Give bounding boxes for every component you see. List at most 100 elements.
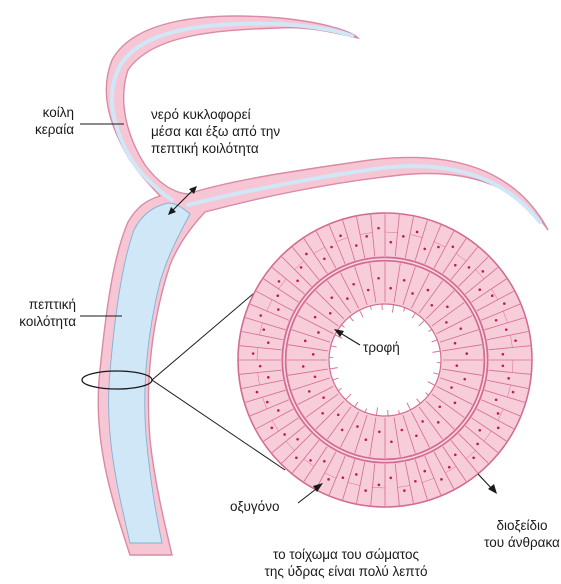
nucleus (321, 412, 324, 415)
nucleus (296, 279, 299, 282)
nucleus (302, 365, 305, 368)
nucleus (454, 402, 457, 405)
nucleus (478, 429, 481, 432)
nucleus (277, 409, 280, 412)
label-water-flow-line3: πεπτική κοιλότητα (151, 140, 280, 157)
nucleus (497, 427, 500, 430)
nucleus (323, 257, 326, 260)
nucleus (389, 287, 392, 290)
nucleus (312, 353, 315, 356)
nucleus (323, 460, 326, 463)
nucleus (476, 443, 479, 446)
nucleus (277, 308, 280, 311)
nucleus (463, 378, 466, 381)
nucleus (423, 470, 426, 473)
label-digestive-cavity-line2: κοιλότητα (10, 313, 76, 330)
nucleus (327, 478, 330, 481)
nucleus (440, 478, 443, 481)
label-hollow-tentacle-line2: κεραία (22, 121, 74, 138)
nucleus (367, 289, 370, 292)
nucleus (342, 476, 345, 479)
nucleus (352, 283, 355, 286)
label-hollow-tentacle-line1: κοίλη (22, 104, 74, 121)
nucleus (330, 296, 333, 299)
caption-line2: της ύδρας είναι πολύ λεπτό (236, 563, 456, 580)
caption-line1: το τοίχωμα του σώματος (236, 546, 456, 563)
nucleus (402, 235, 405, 238)
nucleus (503, 302, 506, 305)
nucleus (454, 342, 457, 345)
nucleus (262, 328, 265, 331)
nucleus (415, 434, 418, 437)
nucleus (416, 231, 419, 234)
nucleus (414, 480, 417, 483)
nucleus (465, 352, 468, 355)
nucleus (452, 245, 455, 248)
nucleus (459, 327, 462, 330)
nucleus (356, 425, 359, 428)
nucleus (455, 364, 458, 367)
nucleus (267, 376, 270, 379)
nucleus (378, 430, 381, 433)
nucleus (495, 319, 498, 322)
nucleus (478, 288, 481, 291)
nucleus (377, 277, 380, 280)
label-hollow-tentacle: κοίλη κεραία (22, 104, 74, 138)
body-wall-cross-section (238, 213, 532, 507)
nucleus (454, 453, 457, 456)
nucleus (266, 401, 269, 404)
nucleus (317, 331, 320, 334)
label-oxygen: οξυγόνο (230, 498, 279, 515)
nucleus (437, 421, 440, 424)
nucleus (256, 391, 259, 394)
label-water-flow-line1: νερό κυκλοφορεί (151, 106, 280, 123)
nucleus (355, 244, 358, 247)
nucleus (295, 457, 298, 460)
nucleus (339, 234, 342, 237)
nucleus (355, 473, 358, 476)
nucleus (346, 297, 349, 300)
nucleus (430, 304, 433, 307)
label-carbon-dioxide-line1: διοξείδιο (480, 517, 561, 534)
nucleus (472, 457, 475, 460)
nucleus (259, 365, 262, 368)
nucleus (305, 253, 308, 256)
nucleus (507, 377, 510, 380)
nucleus (403, 279, 406, 282)
nucleus (252, 352, 255, 355)
nucleus (389, 477, 392, 480)
nucleus (283, 433, 286, 436)
nucleus (448, 466, 451, 469)
nucleus (427, 289, 430, 292)
nucleus (337, 413, 340, 416)
nucleus (259, 314, 262, 317)
nucleus (438, 405, 441, 408)
nucleus (403, 489, 406, 492)
nucleus (278, 280, 281, 283)
nucleus (468, 266, 471, 269)
nucleus (502, 364, 505, 367)
nucleus (330, 246, 333, 249)
nucleus (309, 459, 312, 462)
nucleus (378, 484, 381, 487)
nucleus (454, 264, 457, 267)
nucleus (300, 266, 303, 269)
nucleus (512, 391, 515, 394)
label-digestive-cavity: πεπτική κοιλότητα (10, 296, 76, 330)
label-carbon-dioxide: διοξείδιο του άνθρακα (480, 517, 561, 551)
nucleus (267, 341, 270, 344)
nucleus (308, 390, 311, 393)
label-digestive-cavity-line1: πεπτική (10, 296, 76, 313)
carbon-dioxide-arrow (478, 474, 497, 494)
nucleus (341, 429, 344, 432)
nucleus (411, 292, 414, 295)
label-carbon-dioxide-line2: του άνθρακα (480, 534, 561, 551)
nucleus (390, 440, 393, 443)
nucleus (401, 429, 404, 432)
nucleus (364, 489, 367, 492)
nucleus (437, 246, 440, 249)
nucleus (423, 248, 426, 251)
label-food: τροφή (363, 339, 400, 356)
